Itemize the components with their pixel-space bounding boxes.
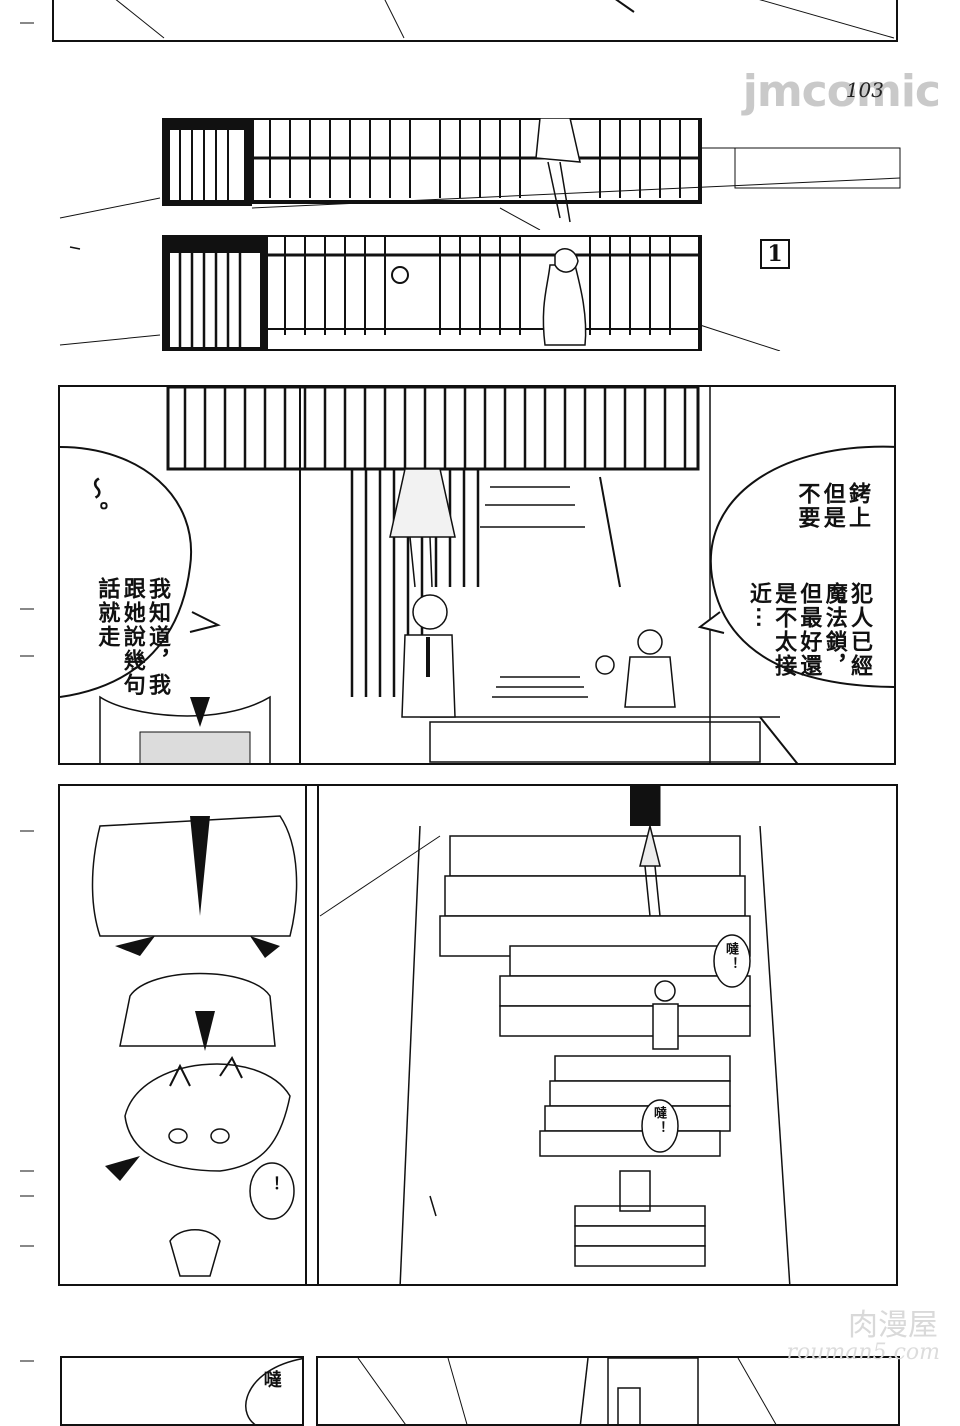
margin-mark	[20, 1195, 34, 1197]
strip-gate-a	[0, 118, 960, 230]
panel-bottom-right	[316, 1356, 900, 1426]
margin-mark	[20, 22, 34, 24]
gate-girl-illustration	[59, 235, 781, 351]
margin-mark	[20, 655, 34, 657]
stairs-illustration	[91, 786, 791, 1284]
sfx-step-1: 噠！	[722, 942, 738, 972]
margin-mark	[20, 608, 34, 610]
watermark-bottom-logo: 肉漫屋	[848, 1308, 938, 1343]
street-illustration	[115, 0, 895, 39]
watermark-bottom-url: rouman5.com	[786, 1340, 941, 1365]
panel-corridor-dialogue: 〜。 我知道，我跟她說幾句話就走 銬上但是不要 犯人已經魔法鎖，但最好還是不太接…	[58, 385, 896, 765]
page-number: 103	[845, 78, 884, 102]
strip-gate-b: 1	[0, 235, 960, 351]
exclamation-bubble: ！	[262, 1176, 282, 1194]
dialogue-bubble-right: 犯人已經魔法鎖，但最好還是不太接近⋯	[745, 582, 873, 678]
margin-mark	[20, 1245, 34, 1247]
watermark-logo: jmcomic	[742, 66, 941, 117]
sfx-step-2: 噠！	[650, 1106, 666, 1136]
sfx-bottom: 噠	[260, 1370, 282, 1390]
hallway-illustration	[357, 1358, 777, 1424]
corridor-illustration	[60, 387, 894, 763]
margin-mark	[20, 1360, 34, 1362]
panel-bottom-left: 噠	[60, 1356, 304, 1426]
margin-mark	[20, 1170, 34, 1172]
dialogue-bubble-left-top: 〜。	[82, 477, 109, 525]
panel-number: 1	[760, 239, 790, 269]
dialogue-bubble-right-top: 銬上但是不要	[794, 482, 871, 530]
margin-mark	[20, 830, 34, 832]
panel-top-partial	[52, 0, 898, 42]
dialogue-bubble-left: 我知道，我跟她說幾句話就走	[94, 577, 171, 697]
gate-illustration	[59, 118, 901, 230]
panel-stairs: 噠！ 噠！ ！	[58, 784, 898, 1286]
